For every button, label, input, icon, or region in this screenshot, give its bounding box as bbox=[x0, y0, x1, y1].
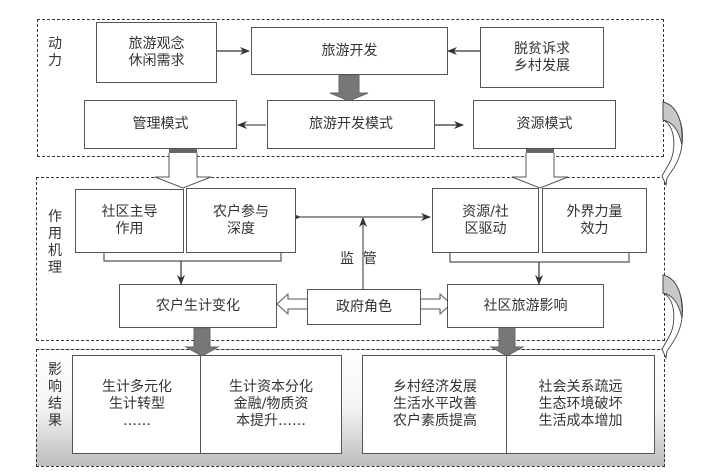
tourism-development-box: 旅游开发 bbox=[251, 27, 448, 75]
thick-arrow-impact-to-outcome bbox=[489, 326, 525, 357]
community-lead-box: 社区主导 作用 bbox=[75, 189, 184, 253]
livelihood-change-box: 农户生计变化 bbox=[119, 284, 277, 328]
driver-label: 动 力 bbox=[48, 36, 62, 69]
hollow-arrow-mgmt-to-mechanism bbox=[154, 149, 212, 189]
thick-arrow-dev-to-mode bbox=[329, 74, 369, 102]
government-role-box: 政府角色 bbox=[307, 289, 421, 325]
negative-effects-box: 社会关系疏远 生态环境破坏 生活成本增加 bbox=[506, 355, 655, 454]
mechanism-label: 作 用 机 理 bbox=[48, 209, 62, 276]
livelihood-diversification-box: 生计多元化 生计转型 …… bbox=[72, 355, 202, 454]
thick-arrow-livelihood-to-outcome bbox=[184, 327, 220, 357]
curved-arrow-driver-to-mechanism bbox=[661, 101, 683, 187]
supervision-label: 监 管 bbox=[340, 251, 377, 267]
bracket-right bbox=[449, 252, 630, 263]
farmer-participation-box: 农户参与 深度 bbox=[186, 188, 296, 253]
bracket-left bbox=[103, 252, 282, 262]
management-mode-box: 管理模式 bbox=[84, 100, 237, 149]
community-tourism-impact-box: 社区旅游影响 bbox=[447, 284, 604, 328]
capital-differentiation-box: 生计资本分化 金融/物质资 本提升…… bbox=[200, 355, 342, 454]
external-force-box: 外界力量 效力 bbox=[542, 188, 647, 253]
mechanism-section bbox=[36, 177, 665, 341]
tourism-concept-box: 旅游观念 休闲需求 bbox=[96, 22, 217, 83]
poverty-appeal-box: 脱贫诉求 乡村发展 bbox=[480, 27, 604, 88]
rural-development-box: 乡村经济发展 生活水平改善 农户素质提高 bbox=[362, 355, 508, 454]
hollow-arrow-resource-to-mechanism bbox=[511, 149, 569, 189]
curved-arrow-mechanism-to-outcome bbox=[661, 274, 683, 360]
driver-section bbox=[37, 19, 664, 157]
resource-community-driven-box: 资源/社 区驱动 bbox=[432, 188, 539, 253]
hollow-arrow-gov-to-livelihood bbox=[276, 292, 307, 316]
tourism-development-mode-box: 旅游开发模式 bbox=[267, 100, 435, 149]
outcome-label: 影 响 结 果 bbox=[48, 362, 62, 429]
resource-mode-box: 资源模式 bbox=[473, 100, 616, 149]
